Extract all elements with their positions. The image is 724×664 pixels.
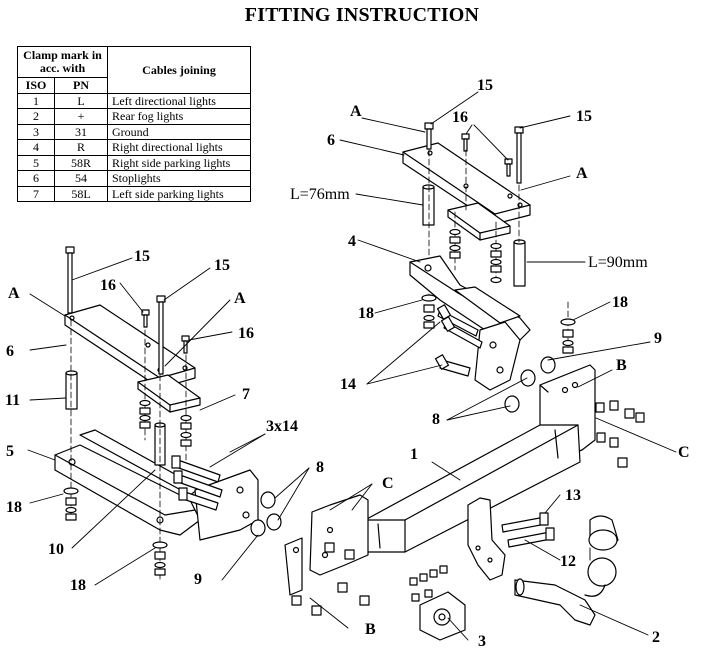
- label-l76: L=76mm: [290, 186, 350, 203]
- label-15: 15: [477, 77, 493, 94]
- header-clamp: Clamp mark in acc. with: [17, 46, 108, 78]
- bolt-15-top-right: [514, 126, 524, 184]
- washer-18-left: [63, 487, 79, 521]
- label-18: 18: [612, 294, 628, 311]
- label-13: 13: [565, 487, 581, 504]
- label-9: 9: [654, 330, 662, 347]
- nut-stack-right-a: [449, 228, 461, 259]
- label-11: 11: [5, 392, 20, 409]
- label-6: 6: [6, 343, 14, 360]
- cable-table: Clamp mark in acc. with Cables joining I…: [17, 46, 251, 202]
- washer-18-bottom: [152, 541, 168, 576]
- label-a: A: [234, 290, 246, 307]
- label-8: 8: [432, 411, 440, 428]
- label-b: B: [616, 357, 627, 374]
- spacer-76mm: [422, 184, 435, 226]
- label-18: 18: [358, 305, 374, 322]
- bolt-16-left-b: [181, 335, 190, 354]
- socket-plate-3: [419, 591, 466, 641]
- bolt-15-left-a: [65, 246, 75, 314]
- socket-nuts: [409, 565, 448, 602]
- nut-stack-left-a: [139, 399, 151, 429]
- nuts-left-c: [291, 542, 370, 616]
- right-plate-7: [447, 202, 511, 241]
- label-16: 16: [238, 325, 254, 342]
- label-3: 3: [478, 633, 486, 650]
- label-c: C: [678, 444, 690, 461]
- label-a: A: [576, 165, 588, 182]
- page-title: FITTING INSTRUCTION: [244, 4, 480, 26]
- label-1: 1: [410, 446, 418, 463]
- iso-cell: 7: [17, 185, 55, 202]
- bushings-8-right: [504, 356, 556, 413]
- header-pn: PN: [54, 77, 108, 94]
- washer-18-right: [421, 294, 437, 329]
- label-a: A: [8, 285, 20, 302]
- label-5: 5: [6, 443, 14, 460]
- washer-18-far-right: [560, 318, 576, 354]
- label-4: 4: [348, 233, 356, 250]
- label-9: 9: [194, 571, 202, 588]
- label-c: C: [382, 475, 394, 492]
- label-16: 16: [100, 277, 116, 294]
- label-3x14: 3x14: [266, 418, 298, 435]
- label-6: 6: [327, 132, 335, 149]
- label-l90: L=90mm: [588, 254, 648, 271]
- label-18: 18: [6, 499, 22, 516]
- label-b: B: [365, 621, 376, 638]
- bolts-14: [434, 304, 483, 377]
- left-plate-6: [64, 304, 196, 389]
- ball-cover-12: [588, 515, 619, 551]
- header-cables: Cables joining: [107, 46, 251, 94]
- label-2: 2: [652, 629, 660, 646]
- label-12: 12: [560, 553, 576, 570]
- cable-cell: Left side parking lights: [107, 185, 251, 202]
- label-7: 7: [242, 386, 250, 403]
- spacer-11: [65, 370, 78, 410]
- label-18: 18: [70, 577, 86, 594]
- label-15: 15: [134, 248, 150, 265]
- bolts-3x14: [171, 455, 223, 511]
- pn-cell: 58R: [54, 154, 108, 171]
- label-15: 15: [576, 108, 592, 125]
- label-14: 14: [340, 376, 356, 393]
- bolt-16-top: [461, 133, 470, 152]
- bolt-16-top-2: [504, 158, 513, 177]
- nuts-right-c: [595, 400, 645, 468]
- label-a: A: [350, 103, 362, 120]
- spacer-90mm: [513, 239, 526, 287]
- bolt-16-left-a: [141, 309, 150, 328]
- label-10: 10: [48, 541, 64, 558]
- towball-2: [514, 557, 617, 626]
- cable-cell: Rear fog lights: [107, 108, 251, 125]
- right-bracket-4: [409, 255, 531, 391]
- socket-bracket: [467, 497, 506, 581]
- cable-cell: Right side parking lights: [107, 154, 251, 171]
- bolt-15-top-left: [424, 122, 434, 150]
- label-16: 16: [452, 109, 468, 126]
- table-row: 2+Rear fog lights: [17, 108, 251, 125]
- label-8: 8: [316, 459, 324, 476]
- left-plate-7: [137, 374, 201, 413]
- bolts-13: [501, 512, 555, 548]
- bushings-8-left: [250, 491, 282, 537]
- label-15: 15: [214, 257, 230, 274]
- nut-stack-left-b: [180, 414, 192, 447]
- nut-stack-right-b: [490, 242, 502, 284]
- cable-cell: Right directional lights: [107, 139, 251, 156]
